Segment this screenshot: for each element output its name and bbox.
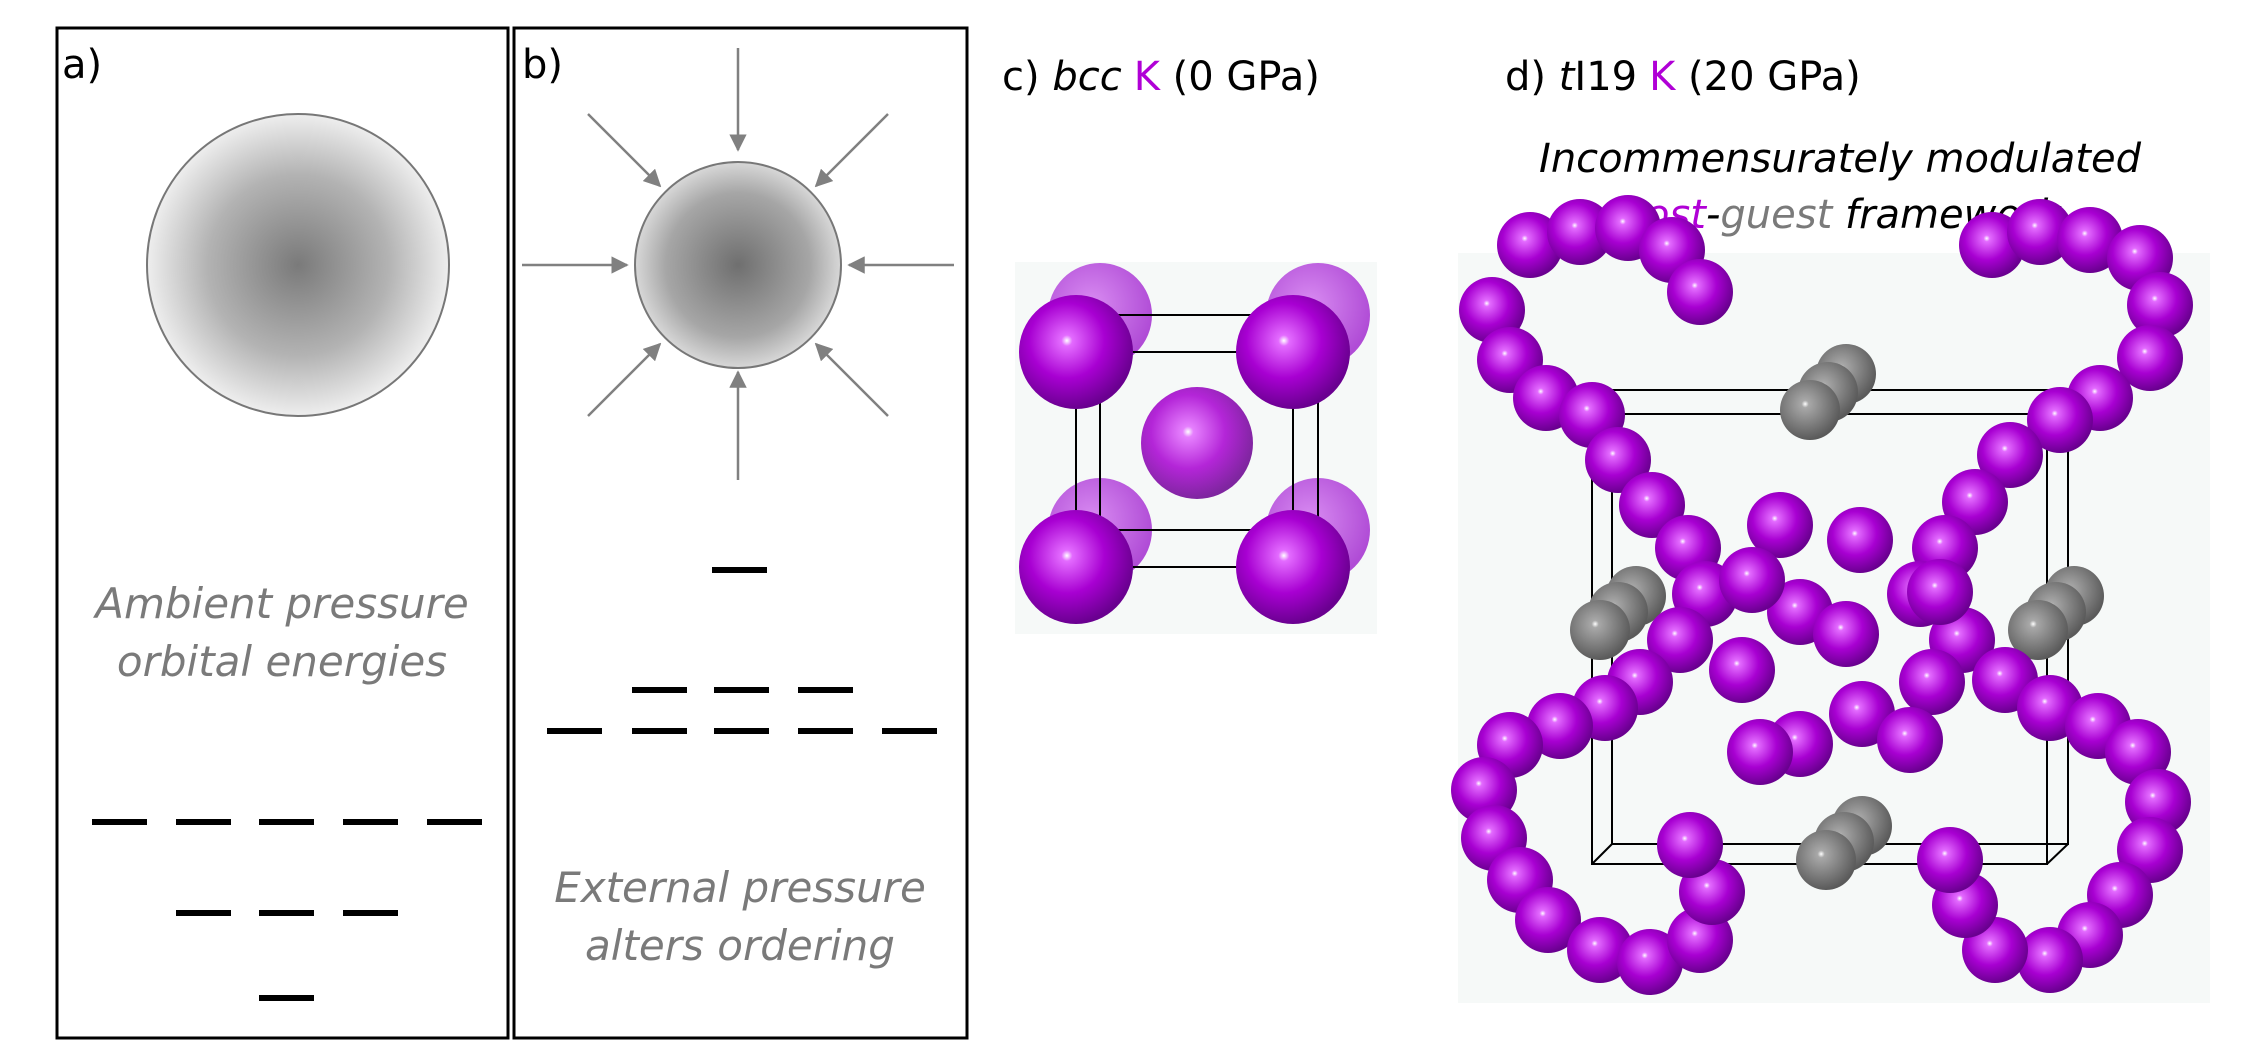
- arrow-icon: [587, 113, 662, 188]
- k-atom-body-center: [1141, 387, 1253, 499]
- panel-d-title: d) tI19 K (20 GPa): [1505, 54, 1861, 100]
- host-atom: [1719, 547, 1785, 613]
- host-atom: [1667, 259, 1733, 325]
- panel-d-structure: I19: [1574, 54, 1637, 100]
- panel-d-structure-t: t: [1559, 54, 1576, 100]
- host-atom: [1567, 917, 1633, 983]
- panel-c-label: c): [1002, 54, 1052, 100]
- host-atom: [1527, 693, 1593, 759]
- panel-b-caption-line1: External pressure: [554, 863, 926, 912]
- host-framework: [1451, 195, 2193, 995]
- panel-c-pressure: (0 GPa): [1160, 54, 1320, 100]
- guest-atom: [1780, 380, 1840, 440]
- host-atom: [1877, 707, 1943, 773]
- guest-atom: [1796, 830, 1856, 890]
- panel-c-structure: bcc: [1052, 54, 1121, 100]
- panel-a-label: a): [62, 42, 102, 88]
- host-atom: [1899, 649, 1965, 715]
- host-atom: [1977, 422, 2043, 488]
- host-atom: [1813, 601, 1879, 667]
- panel-d-element: K: [1649, 54, 1677, 100]
- arrow-icon: [814, 342, 889, 417]
- guest-atom: [2008, 600, 2068, 660]
- host-atom: [1747, 492, 1813, 558]
- panel-a-caption-line1: Ambient pressure: [92, 579, 469, 628]
- host-atom: [1657, 812, 1723, 878]
- host-atom: [1917, 827, 1983, 893]
- k-atom-front: [1236, 510, 1350, 624]
- host-atom: [1617, 929, 1683, 995]
- host-atom: [2007, 199, 2073, 265]
- subtitle-guest: guest: [1720, 192, 1833, 238]
- host-atom: [2017, 927, 2083, 993]
- energy-levels-compressed: [547, 567, 937, 734]
- host-atom: [1547, 199, 1613, 265]
- energy-levels-ambient: [92, 819, 482, 1001]
- panel-d-label: d): [1505, 54, 1559, 100]
- arrow-icon: [814, 113, 889, 188]
- panel-d-subtitle-line1: Incommensurately modulated: [1539, 136, 2142, 182]
- host-atom: [1647, 607, 1713, 673]
- panel-b-caption-line2: alters ordering: [585, 921, 895, 970]
- k-atom-front: [1019, 295, 1133, 409]
- arrow-icon: [587, 342, 662, 417]
- host-atom: [1497, 212, 1563, 278]
- panel-a-caption-line2: orbital energies: [117, 637, 447, 686]
- host-atom: [1727, 719, 1793, 785]
- panel-c-element: K: [1134, 54, 1162, 100]
- guest-chains: [1570, 344, 2104, 890]
- host-atom: [2027, 387, 2093, 453]
- panel-c-title: c) bcc K (0 GPa): [1002, 54, 1320, 100]
- panel-d-pressure: (20 GPa): [1675, 54, 1860, 100]
- host-atom: [2127, 272, 2193, 338]
- pressure-arrows: [522, 48, 954, 480]
- host-atom: [1585, 427, 1651, 493]
- host-atom: [1709, 637, 1775, 703]
- host-atom: [2105, 719, 2171, 785]
- panel-b-frame: [512, 26, 969, 1040]
- host-atom: [2057, 207, 2123, 273]
- bcc-structure: [1019, 263, 1370, 624]
- panel-b-label: b): [522, 42, 563, 88]
- subtitle-dash: -: [1706, 192, 1720, 238]
- atom-orbital-ambient: [146, 113, 450, 417]
- host-atom: [1515, 887, 1581, 953]
- host-atom: [1827, 507, 1893, 573]
- k-atom-front: [1236, 295, 1350, 409]
- atom-orbital-compressed: [634, 161, 842, 369]
- host-atom: [1907, 559, 1973, 625]
- k-atom-front: [1019, 510, 1133, 624]
- guest-atom: [1570, 600, 1630, 660]
- host-atom: [1459, 277, 1525, 343]
- host-atom: [2117, 325, 2183, 391]
